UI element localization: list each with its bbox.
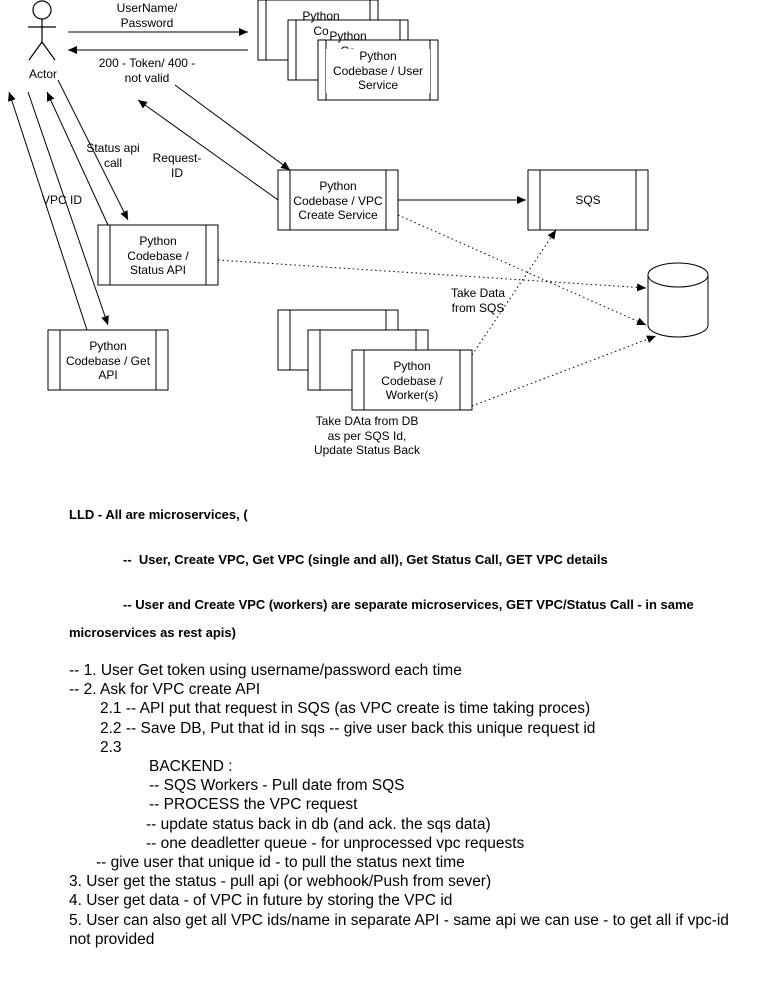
worker-stack bbox=[277, 309, 473, 411]
note-line: -- 2. Ask for VPC create API bbox=[69, 681, 261, 699]
status-api-label: Python Codebase / Status API bbox=[127, 234, 189, 277]
actor-label: Actor bbox=[28, 67, 57, 81]
status-to-db-arrow bbox=[217, 259, 647, 292]
status-call-arrow bbox=[57, 79, 129, 221]
note-line: 2.2 -- Save DB, Put that id in sqs -- gi… bbox=[100, 719, 596, 737]
get-api-box bbox=[47, 329, 169, 391]
user-service-back1-label: Python Co bbox=[302, 9, 340, 38]
architecture-diagram bbox=[8, 0, 709, 411]
vpc-create-service-label: Python Codebase / VPC Create Service bbox=[293, 179, 383, 222]
note-line: -- give user that unique id - to pull th… bbox=[96, 854, 465, 871]
note-line: not provided bbox=[69, 930, 155, 948]
note-line: -- SQS Workers - Pull date from SQS bbox=[149, 777, 405, 795]
request-id-arrow bbox=[137, 99, 279, 201]
take-data-sqs-label: Take Data from SQS bbox=[450, 286, 506, 315]
note-line: 2.1 -- API put that request in SQS (as V… bbox=[100, 700, 591, 718]
get-api-label: Python Codebase / Get API bbox=[65, 339, 151, 382]
status-response-arrow bbox=[46, 91, 109, 226]
note-line: BACKEND : bbox=[149, 758, 233, 775]
login-response-label: 200 - Token/ 400 - not valid bbox=[98, 56, 196, 85]
lld-title: LLD - All are microservices, ( bbox=[69, 507, 248, 522]
status-api-box bbox=[97, 224, 219, 286]
note-line: -- 1. User Get token using username/pass… bbox=[69, 662, 462, 679]
status-call-label: Status api call bbox=[86, 141, 140, 170]
take-data-db-label: Take DAta from DB as per SQS Id, Update … bbox=[313, 414, 421, 457]
worker-label: Python Codebase / Worker(s) bbox=[381, 359, 443, 402]
actor-icon bbox=[28, 0, 56, 61]
vpc-id-label: VPC ID bbox=[41, 193, 82, 207]
note-line: 5. User can also get all VPC ids/name in… bbox=[69, 911, 729, 929]
user-service-label: Python Codebase / User Service bbox=[326, 49, 430, 93]
note-line: -- update status back in db (and ack. th… bbox=[146, 815, 491, 833]
database-icon bbox=[647, 262, 709, 338]
lld-line2: -- User and Create VPC (workers) are sep… bbox=[123, 597, 694, 612]
vpc-id-arrow bbox=[8, 91, 88, 331]
vpc-to-db-arrow bbox=[397, 214, 647, 326]
note-line: 2.3 bbox=[100, 738, 122, 756]
sqs-box bbox=[527, 169, 649, 231]
note-line: 4. User get data - of VPC in future by s… bbox=[69, 892, 453, 910]
lld-line1: -- User, Create VPC, Get VPC (single and… bbox=[123, 552, 608, 567]
request-id-label: Request- ID bbox=[152, 151, 202, 180]
lld-line3: microservices as rest apis) bbox=[69, 625, 236, 640]
note-line: 3. User get the status - pull api (or we… bbox=[69, 873, 492, 891]
sqs-label: SQS bbox=[575, 193, 601, 207]
get-call-arrow bbox=[27, 91, 109, 326]
note-line: -- PROCESS the VPC request bbox=[149, 796, 358, 814]
note-line: -- one deadletter queue - for unprocesse… bbox=[146, 834, 525, 852]
worker-to-db-arrow bbox=[471, 335, 657, 407]
login-request-label: UserName/ Password bbox=[116, 1, 178, 30]
create-request-arrow bbox=[174, 84, 291, 171]
